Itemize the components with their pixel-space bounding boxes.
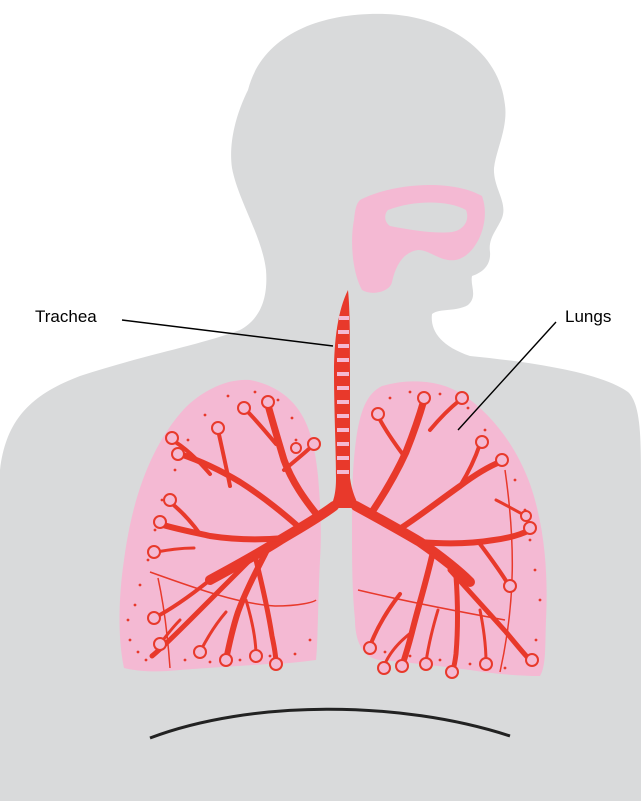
trachea-label: Trachea bbox=[35, 308, 97, 325]
body-silhouette bbox=[0, 14, 641, 801]
lungs-label: Lungs bbox=[565, 308, 611, 325]
